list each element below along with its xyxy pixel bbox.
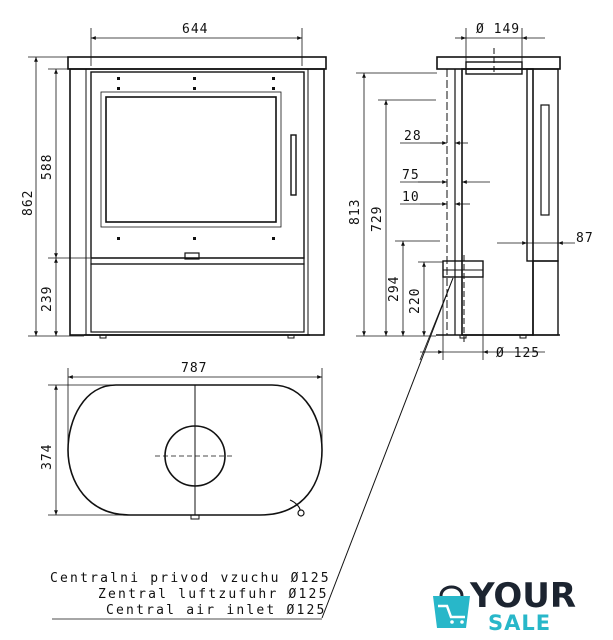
legend: Centralni privod vzuchu Ø125 Zentral luf…	[50, 571, 331, 618]
front-door	[90, 71, 305, 259]
front-glass	[105, 96, 277, 223]
side-height-294-label: 294	[387, 276, 402, 302]
logo-word-sale: SALE	[488, 611, 551, 635]
side-height-813-label: 813	[348, 199, 363, 225]
side-body	[461, 68, 534, 336]
door-bolts	[117, 77, 275, 240]
air-inlet-diameter-label: Ø 125	[496, 346, 540, 361]
dim-10-label: 10	[402, 190, 420, 205]
legend-line-1: Centralni privod vzuchu Ø125	[50, 571, 331, 586]
dim-75-label: 75	[402, 168, 420, 183]
dim-87-label: 87	[576, 231, 594, 246]
top-width-label: 787	[181, 361, 207, 376]
shopping-bag-icon	[433, 585, 470, 628]
air-inlet-collar	[442, 260, 484, 278]
top-depth-label: 374	[40, 444, 55, 470]
side-view	[436, 48, 561, 342]
legend-line-3: Central air inlet Ø125	[106, 603, 327, 618]
front-top-plate	[67, 56, 327, 70]
dim-28-label: 28	[404, 129, 422, 144]
front-body	[69, 68, 325, 336]
side-height-729-label: 729	[370, 206, 385, 232]
top-dimensions	[48, 368, 323, 516]
front-view	[67, 56, 327, 339]
front-upper-height-label: 588	[40, 154, 55, 180]
yoursale-logo: YOUR SALE	[433, 576, 576, 635]
flue-diameter-label: Ø 149	[476, 22, 520, 37]
door-handle	[290, 134, 297, 196]
side-dimensions	[52, 28, 575, 620]
side-top-plate	[436, 56, 561, 70]
side-height-220-label: 220	[408, 288, 423, 314]
air-inlet-leader	[321, 277, 454, 619]
front-lower-height-label: 239	[40, 286, 55, 312]
legend-line-2: Zentral luftzufuhr Ø125	[98, 587, 329, 602]
front-dimensions	[28, 28, 303, 337]
top-view	[67, 384, 323, 520]
front-total-height-label: 862	[21, 190, 36, 216]
logo-word-your: YOUR	[469, 576, 576, 616]
front-width-label: 644	[182, 22, 208, 37]
